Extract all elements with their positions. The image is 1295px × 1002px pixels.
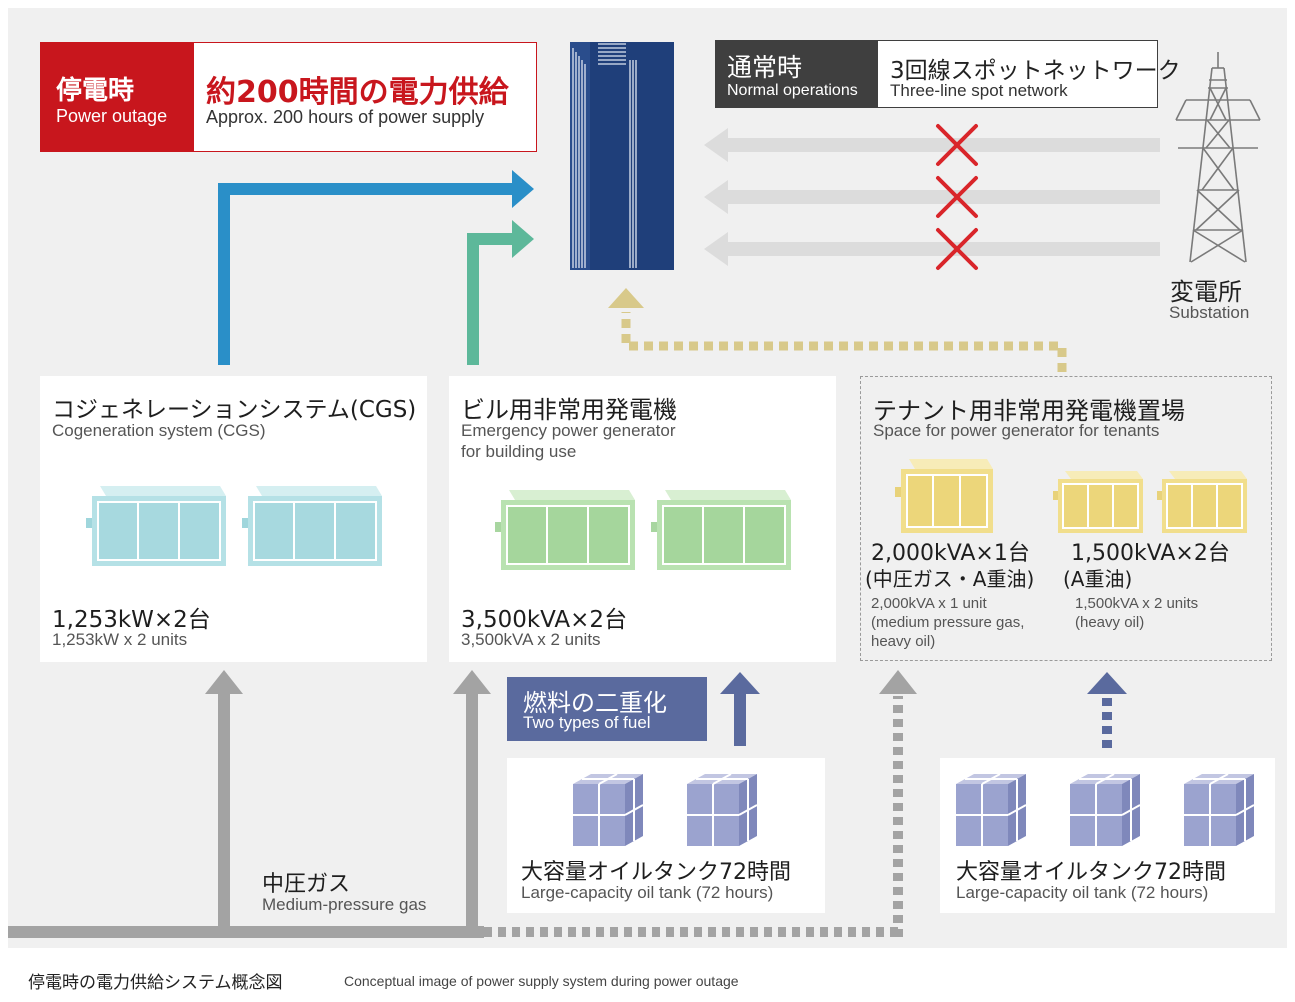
- oil-tank-icons: [573, 773, 758, 846]
- outage-label-box: 停電時 Power outage: [40, 42, 193, 152]
- tenant-spec1-jp-1: 2,000kVA×1台: [871, 541, 1030, 566]
- outage-title-box: 約200時間の電力供給 Approx. 200 hours of power s…: [193, 42, 537, 152]
- building-generator-title-en-1: Emergency power generator: [461, 421, 676, 440]
- gas-label-jp: 中圧ガス: [262, 872, 351, 897]
- tenant-spec1-jp-2: (中圧ガス・A重油): [865, 567, 1035, 591]
- tenant-spec2-en-2: (heavy oil): [1075, 614, 1145, 631]
- building-generator-spec-en: 3,500kVA x 2 units: [461, 630, 601, 649]
- tenant-spec2-jp-1: 1,500kVA×2台: [1071, 541, 1230, 566]
- cross-mark-icon: [936, 124, 978, 270]
- building-icon: [570, 42, 674, 270]
- substation-label-en: Substation: [1169, 303, 1250, 322]
- oil-supply-arrow: [720, 672, 760, 746]
- building-generator-spec-jp: 3,500kVA×2台: [461, 607, 628, 633]
- tenant-spec1-en-1: 2,000kVA x 1 unit: [871, 595, 987, 612]
- normal-supply-arrows: [704, 128, 1160, 266]
- tenant-spec2-jp-2: (A重油): [1063, 567, 1133, 591]
- outage-label-jp: 停電時: [56, 76, 135, 106]
- normal-title-jp: 3回線スポットネットワーク: [890, 58, 1181, 84]
- tenant-generator-space: テナント用非常用発電機置場 Space for power generator …: [860, 376, 1272, 661]
- normal-label-jp: 通常時: [727, 53, 803, 82]
- dual-fuel-jp: 燃料の二重化: [523, 689, 667, 717]
- generator-unit-icons: [495, 490, 791, 570]
- tenant-spec1-en-2: (medium pressure gas,: [871, 614, 1025, 631]
- oil-tank-left-en: Large-capacity oil tank (72 hours): [521, 883, 774, 902]
- cgs-title-en: Cogeneration system (CGS): [52, 421, 266, 440]
- tenant-oil-supply-arrow: [1087, 672, 1127, 748]
- cgs-unit-icons: [86, 486, 382, 566]
- gas-supply-lines: [8, 670, 917, 938]
- oil-tank-right-jp: 大容量オイルタンク72時間: [956, 860, 1226, 885]
- oil-tank-icons-right: [956, 773, 1255, 846]
- gas-label-en: Medium-pressure gas: [262, 895, 427, 914]
- cgs-spec-jp: 1,253kW×2台: [52, 607, 211, 633]
- transmission-tower-icon: [1175, 52, 1261, 263]
- oil-tank-right-en: Large-capacity oil tank (72 hours): [956, 883, 1209, 902]
- dual-fuel-badge: 燃料の二重化 Two types of fuel: [507, 677, 707, 741]
- building-generator-title-en-2: for building use: [461, 442, 577, 461]
- cgs-title-jp: コジェネレーションシステム(CGS): [52, 397, 417, 423]
- cgs-card: コジェネレーションシステム(CGS) Cogeneration system (…: [40, 376, 427, 662]
- oil-tank-left-jp: 大容量オイルタンク72時間: [521, 860, 791, 885]
- cgs-spec-en: 1,253kW x 2 units: [52, 630, 188, 649]
- oil-tank-card-left: 大容量オイルタンク72時間 Large-capacity oil tank (7…: [507, 758, 825, 913]
- tenant-title-en: Space for power generator for tenants: [873, 421, 1160, 440]
- building-generator-card: ビル用非常用発電機 Emergency power generator for …: [449, 376, 836, 662]
- tenant-generator-icons: [895, 459, 1247, 533]
- normal-title-box: 3回線スポットネットワーク Three-line spot network: [877, 40, 1181, 108]
- normal-label-en: Normal operations: [727, 82, 858, 99]
- generator-supply-arrow: [467, 220, 534, 365]
- tenant-spec1-en-3: heavy oil): [871, 633, 936, 650]
- caption-en: Conceptual image of power supply system …: [344, 973, 739, 989]
- oil-tank-card-right: 大容量オイルタンク72時間 Large-capacity oil tank (7…: [940, 758, 1275, 913]
- outage-title-jp: 約200時間の電力供給: [206, 75, 509, 110]
- cgs-supply-arrow: [218, 170, 534, 365]
- dual-fuel-en: Two types of fuel: [523, 713, 651, 732]
- normal-label-box: 通常時 Normal operations: [715, 40, 877, 108]
- building-generator-title-jp: ビル用非常用発電機: [461, 396, 677, 424]
- tenant-supply-arrow: [608, 288, 1067, 372]
- substation-label-jp: 変電所: [1170, 278, 1242, 306]
- outage-label-en: Power outage: [56, 106, 168, 126]
- tenant-title-jp: テナント用非常用発電機置場: [873, 397, 1185, 425]
- normal-title-en: Three-line spot network: [890, 81, 1068, 100]
- outage-title-en: Approx. 200 hours of power supply: [206, 107, 485, 127]
- tenant-spec2-en-1: 1,500kVA x 2 units: [1075, 595, 1199, 612]
- caption-jp: 停電時の電力供給システム概念図: [28, 973, 283, 993]
